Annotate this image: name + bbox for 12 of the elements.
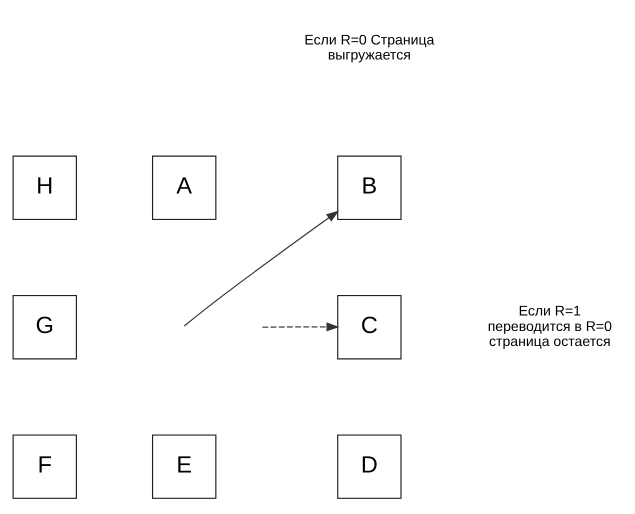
node-box: A: [152, 155, 216, 220]
node-box: G: [12, 294, 77, 359]
label: Если R=0 Страница выгружается: [304, 30, 434, 62]
arrow: [262, 322, 340, 331]
node-box: F: [12, 434, 77, 498]
node-box: D: [337, 434, 402, 498]
label: Если R=1 переводится в R=0 страница остается: [488, 302, 612, 349]
node-box: H: [12, 155, 77, 220]
node-box: E: [152, 434, 216, 498]
arrow: [184, 210, 340, 326]
node-box: C: [337, 294, 402, 359]
node-box: B: [337, 155, 402, 220]
